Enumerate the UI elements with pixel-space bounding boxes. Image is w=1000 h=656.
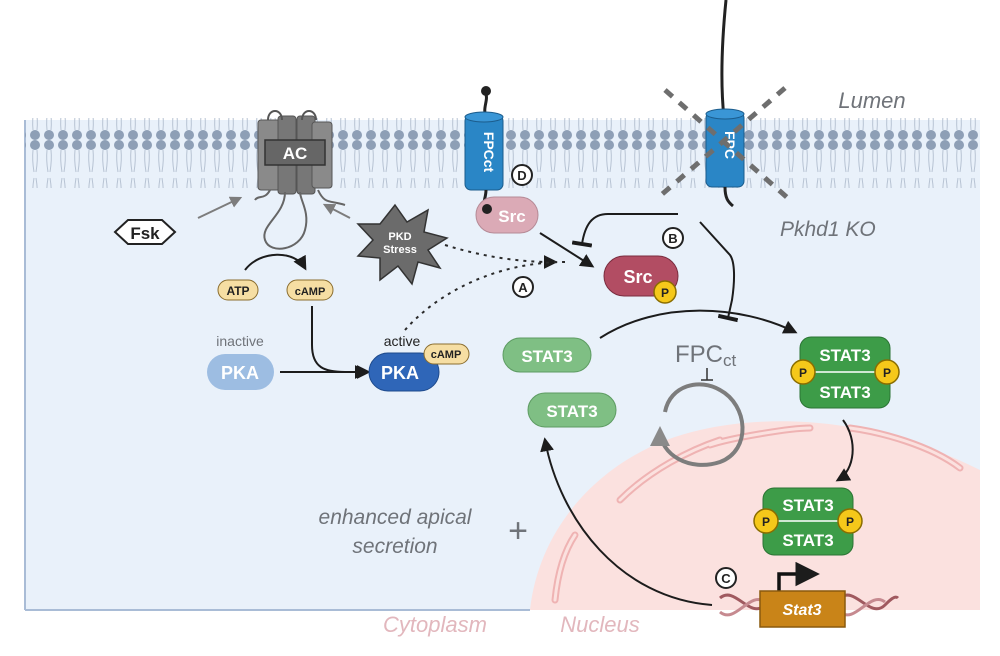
pka-active-state: active xyxy=(384,333,421,349)
stat3-dimer-top-label: STAT3 xyxy=(819,346,870,365)
fpcct-receptor[interactable]: FPCct xyxy=(464,86,504,214)
marker-d-label: D xyxy=(517,168,526,183)
nuc-phospho-right-icon xyxy=(837,508,863,534)
stat3-monomer-2-label: STAT3 xyxy=(546,402,597,421)
transcription-start-arrow xyxy=(777,561,820,595)
stat3-gene[interactable]: Stat3 xyxy=(759,590,846,628)
nuc-phospho-right-label: P xyxy=(846,515,854,529)
atp-badge: ATP xyxy=(217,279,259,301)
fsk-to-ac-arrow xyxy=(197,196,243,219)
pka-active-label: PKA xyxy=(381,363,419,383)
dimer-nuclear-import-arrow xyxy=(835,419,854,482)
pkd-stress-to-ac-arrow xyxy=(322,203,351,219)
fpc-inhibits-stat3-line xyxy=(699,221,739,323)
nuc-phospho-left-label: P xyxy=(762,515,770,529)
src-phospho-label: P xyxy=(661,286,669,300)
marker-c xyxy=(715,567,737,589)
src-activation-arrow xyxy=(539,232,595,268)
marker-c-label: C xyxy=(721,571,731,586)
ac-label: AC xyxy=(283,144,308,163)
marker-a-label: A xyxy=(518,280,528,295)
pkd-stress-label-1: PKD xyxy=(388,231,411,243)
fpcct-label: FPCct xyxy=(481,132,497,173)
knockout-cross xyxy=(658,86,792,202)
stat3-gene-label: Stat3 xyxy=(782,602,821,619)
phospho-left-icon xyxy=(790,359,816,385)
fpc-receptor[interactable]: FPC xyxy=(705,0,745,208)
pka-active[interactable]: PKA cAMP xyxy=(368,343,470,392)
atp-label: ATP xyxy=(226,284,249,298)
stat3-phosphorylation-arrow xyxy=(599,309,798,339)
nucleus-label: Nucleus xyxy=(560,612,639,637)
fsk-label: Fsk xyxy=(130,224,160,243)
pkd-stress-to-src-dashed-arrow xyxy=(444,244,558,269)
pka-inactive-label: PKA xyxy=(221,363,259,383)
gene-expression-feedback-arrow xyxy=(540,437,713,606)
camp-badge: cAMP xyxy=(286,279,334,301)
src-inactive-label: Src xyxy=(498,207,525,226)
ac-label-box xyxy=(264,139,326,166)
pkd-stress-star[interactable]: PKD Stress xyxy=(356,203,449,286)
marker-a xyxy=(512,276,534,298)
marker-d xyxy=(511,164,533,186)
cytoplasm-label: Cytoplasm xyxy=(383,612,487,637)
phospho-right-label: P xyxy=(883,366,891,380)
fpc-inhibits-src-line xyxy=(571,213,678,248)
pkd-stress-label-2: Stress xyxy=(383,244,417,256)
pka-camp-label: cAMP xyxy=(431,349,462,361)
stat3-nuc-bottom-label: STAT3 xyxy=(782,531,833,550)
pka-inactive-state: inactive xyxy=(216,333,264,349)
pka-inactive[interactable]: PKA xyxy=(207,354,274,390)
secretion-label-1: enhanced apical xyxy=(319,506,473,529)
pkhd1-ko-label: Pkhd1 KO xyxy=(780,218,876,241)
stat3-nuc-top-label: STAT3 xyxy=(782,496,833,515)
src-phospho-icon xyxy=(653,280,677,304)
stat3-dimer-nucleus[interactable]: STAT3 STAT3 P P xyxy=(753,487,863,556)
lumen-label: Lumen xyxy=(838,88,905,113)
forskolin-hexagon[interactable]: Fsk xyxy=(113,219,177,245)
adenylyl-cyclase[interactable]: AC xyxy=(254,110,346,250)
secretion-label-2: secretion xyxy=(352,535,437,558)
phospho-left-label: P xyxy=(799,366,807,380)
marker-b xyxy=(662,227,684,249)
src-inactive[interactable]: Src xyxy=(475,196,539,234)
src-active-label: Src xyxy=(623,267,652,287)
phospho-right-icon xyxy=(874,359,900,385)
stat3-monomer-1[interactable]: STAT3 xyxy=(502,337,592,373)
stat3-dimer-bottom-label: STAT3 xyxy=(819,383,870,402)
nuc-phospho-left-icon xyxy=(753,508,779,534)
stat3-monomer-2[interactable]: STAT3 xyxy=(527,392,617,428)
src-active[interactable]: Src P xyxy=(603,255,679,304)
secretion-plus-sign: + xyxy=(508,512,528,550)
atp-to-camp-arrow xyxy=(244,253,307,271)
marker-b-label: B xyxy=(668,231,677,246)
feedback-cycle-arrow xyxy=(650,382,745,467)
stat3-monomer-1-label: STAT3 xyxy=(521,347,572,366)
fpcct-inhibitor-label: FPCct xyxy=(675,341,737,370)
stat3-dimer-cytoplasm[interactable]: STAT3 STAT3 P P xyxy=(790,336,900,409)
camp-label: cAMP xyxy=(295,286,326,298)
